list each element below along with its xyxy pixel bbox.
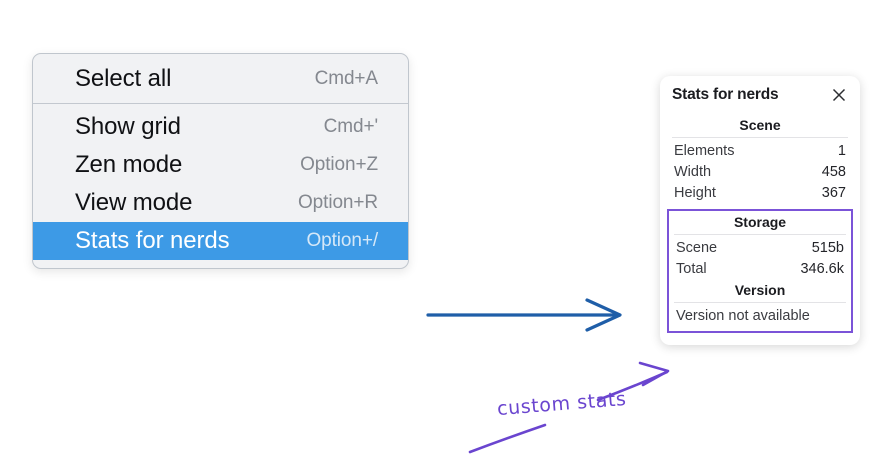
flow-arrow-icon xyxy=(426,298,622,332)
stats-for-nerds-panel: Stats for nerds Scene Elements 1 Width 4… xyxy=(660,76,860,345)
menu-group-1: Select all Cmd+A xyxy=(33,60,408,98)
table-row: Width 458 xyxy=(672,161,848,182)
menu-group-2: Show grid Cmd+' Zen mode Option+Z View m… xyxy=(33,108,408,260)
table-row: Elements 1 xyxy=(672,140,848,161)
table-row: Total 346.6k xyxy=(674,258,846,279)
row-label: Total xyxy=(676,260,707,277)
menu-item-label: Select all xyxy=(75,65,172,92)
table-row: Height 367 xyxy=(672,182,848,203)
callout-text: custom stats xyxy=(496,387,628,421)
storage-heading: Storage xyxy=(733,214,787,230)
menu-item-shortcut: Option+R xyxy=(298,192,378,213)
version-heading: Version xyxy=(734,282,786,298)
context-menu[interactable]: Select all Cmd+A Show grid Cmd+' Zen mod… xyxy=(32,53,409,269)
menu-item-zen-mode[interactable]: Zen mode Option+Z xyxy=(33,146,408,184)
row-value: 458 xyxy=(821,163,846,180)
row-label: Scene xyxy=(676,239,718,256)
stats-panel-header: Stats for nerds xyxy=(672,86,848,104)
custom-stats-highlight-box: Storage Scene 515b Total 346.6k Version … xyxy=(667,209,853,333)
menu-item-shortcut: Option+Z xyxy=(300,154,378,175)
menu-item-label: Stats for nerds xyxy=(75,227,230,254)
version-section: Version Version not available xyxy=(674,279,846,327)
scene-section: Scene Elements 1 Width 458 Height 367 xyxy=(672,114,848,203)
row-value: 1 xyxy=(837,142,846,159)
row-value: 367 xyxy=(821,184,846,201)
menu-item-label: View mode xyxy=(75,189,193,216)
stats-panel-title: Stats for nerds xyxy=(672,86,779,103)
row-label: Width xyxy=(674,163,712,180)
menu-item-shortcut: Option+/ xyxy=(306,230,378,251)
menu-item-label: Show grid xyxy=(75,113,181,140)
close-icon[interactable] xyxy=(830,86,848,104)
callout-underline-icon xyxy=(468,423,547,454)
menu-item-label: Zen mode xyxy=(75,151,183,178)
divider xyxy=(674,234,846,235)
version-note: Version not available xyxy=(676,308,810,324)
menu-item-shortcut: Cmd+A xyxy=(314,68,378,89)
menu-item-select-all[interactable]: Select all Cmd+A xyxy=(33,60,408,98)
divider xyxy=(672,137,848,138)
divider xyxy=(674,302,846,303)
row-value: 515b xyxy=(811,239,844,256)
callout-arrow-icon xyxy=(596,361,670,402)
menu-item-stats-for-nerds[interactable]: Stats for nerds Option+/ xyxy=(33,222,408,260)
table-row: Scene 515b xyxy=(674,237,846,258)
row-label: Elements xyxy=(674,142,735,159)
storage-section: Storage Scene 515b Total 346.6k xyxy=(674,211,846,279)
row-value: 346.6k xyxy=(800,260,844,277)
menu-separator xyxy=(33,103,408,104)
row-label: Height xyxy=(674,184,716,201)
menu-item-shortcut: Cmd+' xyxy=(323,116,378,137)
menu-item-show-grid[interactable]: Show grid Cmd+' xyxy=(33,108,408,146)
menu-item-view-mode[interactable]: View mode Option+R xyxy=(33,184,408,222)
scene-heading: Scene xyxy=(739,117,781,133)
